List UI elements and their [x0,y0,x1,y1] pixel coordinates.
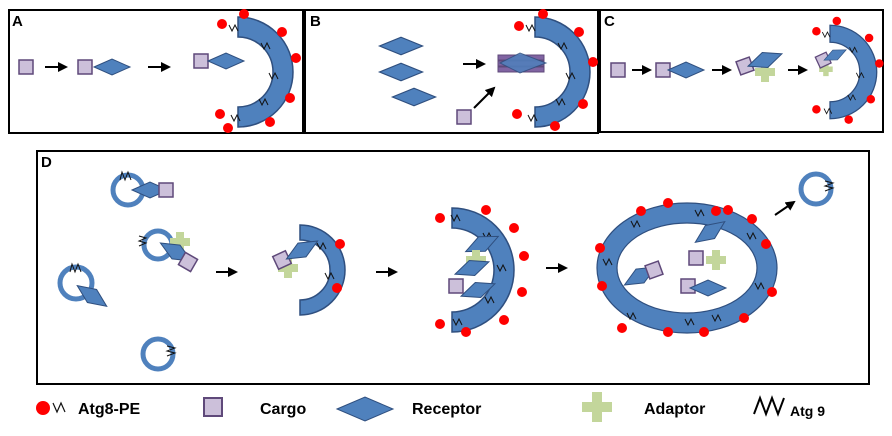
cargo-icon [77,59,93,75]
panel-b: B [304,9,599,134]
phagophore-cup [812,16,884,124]
receptor-icon [335,396,395,422]
autophagosome [595,198,778,337]
legend-receptor: Receptor [335,396,481,422]
atg9-vesicle [137,228,199,273]
panel-c-frame [599,9,884,133]
panel-a-letter: A [12,13,23,30]
legend: Atg8-PE Cargo Receptor Adaptor Atg 9 [36,392,825,422]
panel-d-frame [36,150,870,385]
panel-b-letter: B [310,13,321,30]
panel-a: A [8,9,304,134]
arrow-icon [774,200,796,216]
receptor-icon [667,61,705,79]
legend-atg9: Atg 9 [753,395,825,419]
atg9-vesicle [798,171,835,207]
legend-adaptor-label: Adaptor [644,401,705,418]
receptor-icon [207,52,245,70]
phagophore-early [271,224,346,316]
phagophore-cup [215,9,301,133]
adaptor-icon [582,392,612,422]
panel-d-letter: D [41,154,52,171]
panel-c: C [599,9,884,133]
cargo-icon [203,397,223,417]
panel-a-frame [8,9,304,134]
receptor-icon [93,58,131,76]
panel-d: D [36,150,870,385]
lipid-icon [52,401,66,414]
receptor-icon [378,62,424,82]
atg9-vesicle [140,336,177,372]
arrow-icon [473,86,496,109]
receptor-icon [391,87,437,107]
atg9-icon [753,395,785,417]
legend-cargo-label: Cargo [260,401,306,418]
cargo-icon [610,62,626,78]
atg9-vesicle [57,262,112,314]
legend-atg9-label: Atg 9 [790,403,825,419]
phagophore-cup [435,205,529,337]
panel-b-frame [304,9,599,134]
atg8-icon [36,401,50,415]
receptor-stack [497,52,548,74]
legend-atg8pe-label: Atg8-PE [78,401,141,418]
legend-cargo: Cargo [203,397,306,418]
legend-adaptor: Adaptor [582,392,705,422]
cargo-icon [456,109,472,125]
legend-atg8pe: Atg8-PE [36,401,141,418]
legend-receptor-label: Receptor [412,401,481,418]
receptor-icon [378,36,424,56]
panel-c-letter: C [604,13,615,30]
cargo-icon [18,59,34,75]
atg9-vesicle [110,170,174,208]
cargo-icon [193,53,209,69]
